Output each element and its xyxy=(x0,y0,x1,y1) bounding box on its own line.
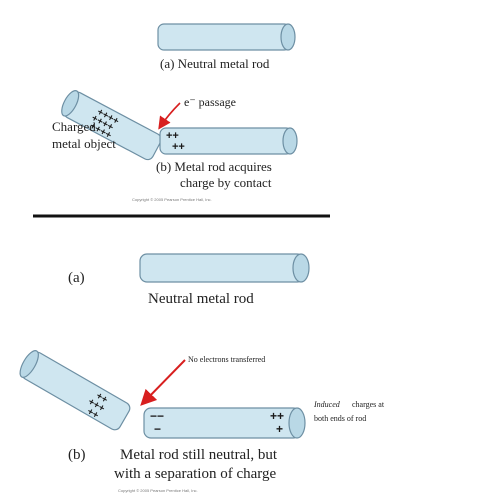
top-contact-rod: ++ ++ xyxy=(159,127,298,155)
bottom-label-b-marker: (b) xyxy=(68,447,86,463)
rod-negative-charges-row2: − xyxy=(154,422,161,436)
top-rod-charges-row1: ++ xyxy=(166,130,179,142)
top-rod-charges-row2: ++ xyxy=(172,141,185,153)
bottom-copyright: Copyright © 2005 Pearson Prentice Hall, … xyxy=(118,488,198,493)
bottom-label-b-line1: Metal rod still neutral, but xyxy=(120,447,278,463)
charged-object-label-1: Charged xyxy=(52,119,96,134)
rod-positive-charges-row2: + xyxy=(276,422,283,436)
induced-word: Induced xyxy=(313,400,341,409)
bottom-label-a: Neutral metal rod xyxy=(148,291,254,307)
top-copyright: Copyright © 2005 Pearson Prentice Hall, … xyxy=(132,197,212,202)
induced-rest: charges at xyxy=(352,400,385,409)
bottom-label-a-marker: (a) xyxy=(68,270,85,286)
bottom-neutral-rod xyxy=(139,253,310,283)
top-charged-object: ++++ ++++ ++++ xyxy=(61,90,162,161)
bottom-object-charges-row1: ++ xyxy=(94,391,110,406)
no-transfer-arrow xyxy=(140,359,186,406)
charged-object-label-2: metal object xyxy=(52,136,116,151)
bottom-induced-rod: −− − ++ + xyxy=(143,407,306,439)
e-passage-label: e⁻ passage xyxy=(184,95,236,109)
bottom-object-charges-row3: ++ xyxy=(85,406,101,421)
top-neutral-rod xyxy=(157,23,296,51)
no-transfer-label: No electrons transferred xyxy=(188,355,265,364)
e-passage-arrow xyxy=(158,102,181,130)
bottom-charged-object: ++ +++ ++ xyxy=(19,350,131,431)
rod-negative-charges-row1: −− xyxy=(150,409,164,423)
induced-line2: both ends of rod xyxy=(314,414,366,423)
top-label-b-line1: (b) Metal rod acquires xyxy=(156,159,272,174)
top-label-b-line2: charge by contact xyxy=(180,175,272,190)
bottom-label-b-line2: with a separation of charge xyxy=(114,466,277,482)
rod-positive-charges-row1: ++ xyxy=(270,409,284,423)
top-label-a: (a) Neutral metal rod xyxy=(160,56,270,71)
